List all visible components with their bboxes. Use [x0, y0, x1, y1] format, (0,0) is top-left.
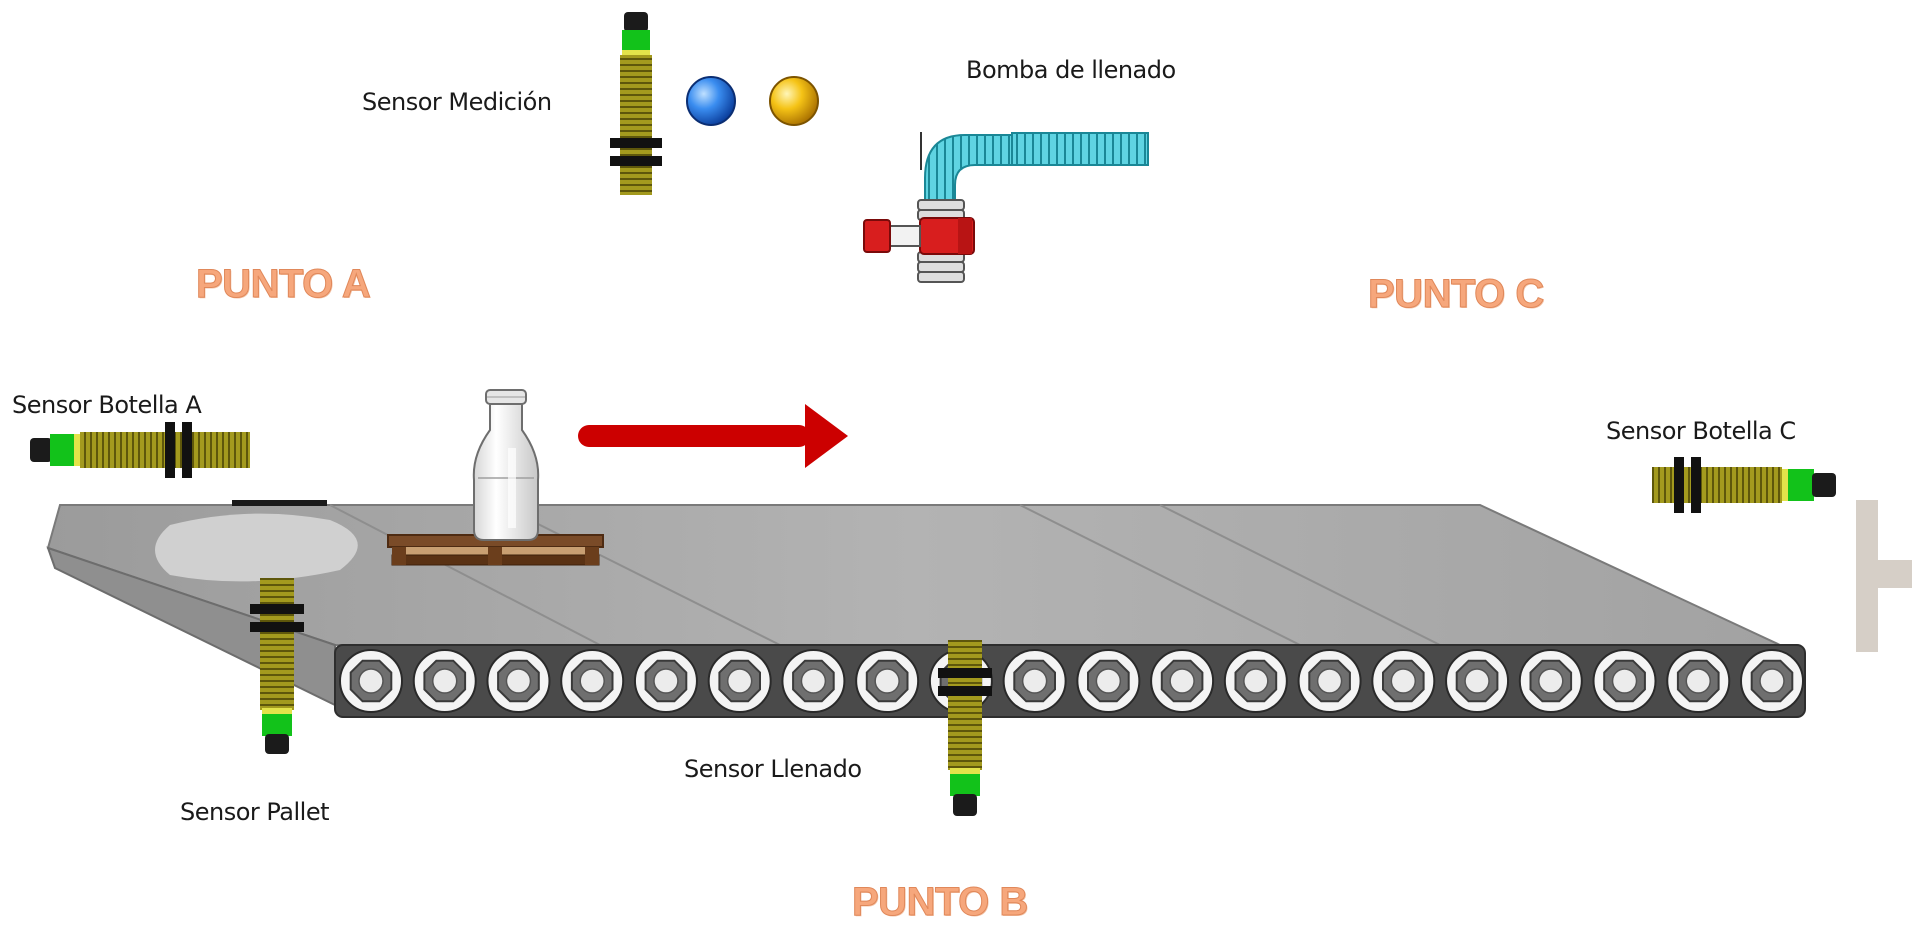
bottle — [472, 389, 540, 541]
conveyor-roller — [486, 649, 551, 713]
conveyor-roller — [339, 649, 403, 713]
conveyor-belt — [46, 500, 1806, 718]
conveyor-roller — [1371, 649, 1436, 713]
conveyor-roller — [707, 649, 772, 713]
sensor-botella-a — [30, 422, 250, 478]
sensor-pallet-label: Sensor Pallet — [180, 798, 330, 826]
bomba-label: Bomba de llenado — [966, 56, 1176, 84]
conveyor-roller — [1518, 649, 1583, 713]
conveyor-roller — [633, 649, 698, 713]
conveyor-roller — [781, 649, 846, 713]
sensor-botella-c — [1652, 457, 1836, 513]
conveyor-roller — [1592, 649, 1657, 713]
filling-pump — [863, 132, 1149, 283]
punto-a-label: PUNTO A — [195, 262, 371, 307]
conveyor-roller — [855, 649, 920, 713]
conveyor-roller — [1150, 649, 1215, 713]
conveyor-roller — [1297, 649, 1362, 713]
sensor-medicion — [610, 12, 662, 195]
sensor-botella-a-label: Sensor Botella A — [12, 391, 202, 419]
punto-b-label: PUNTO B — [852, 880, 1029, 925]
rollers — [339, 649, 1804, 713]
conveyor-roller — [412, 649, 477, 713]
conveyor-roller — [1076, 649, 1141, 713]
right-edge-bracket — [1856, 500, 1912, 652]
indicator-blue — [686, 76, 736, 126]
sensor-pallet — [250, 578, 304, 754]
conveyor-roller — [1445, 649, 1510, 713]
sensor-llenado — [938, 640, 992, 816]
conveyor-roller — [1740, 649, 1804, 713]
conveyor-roller — [1666, 649, 1731, 713]
conveyor-roller — [1002, 649, 1067, 713]
sensor-llenado-label: Sensor Llenado — [684, 755, 862, 783]
conveyor-roller — [560, 649, 625, 713]
sensor-medicion-label: Sensor Medición — [362, 88, 552, 116]
flow-arrow — [578, 404, 848, 468]
sensor-botella-c-label: Sensor Botella C — [1606, 417, 1796, 445]
indicator-yellow — [769, 76, 819, 126]
roller-strip — [334, 644, 1806, 718]
punto-c-label: PUNTO C — [1368, 272, 1545, 317]
conveyor-roller — [1223, 649, 1288, 713]
